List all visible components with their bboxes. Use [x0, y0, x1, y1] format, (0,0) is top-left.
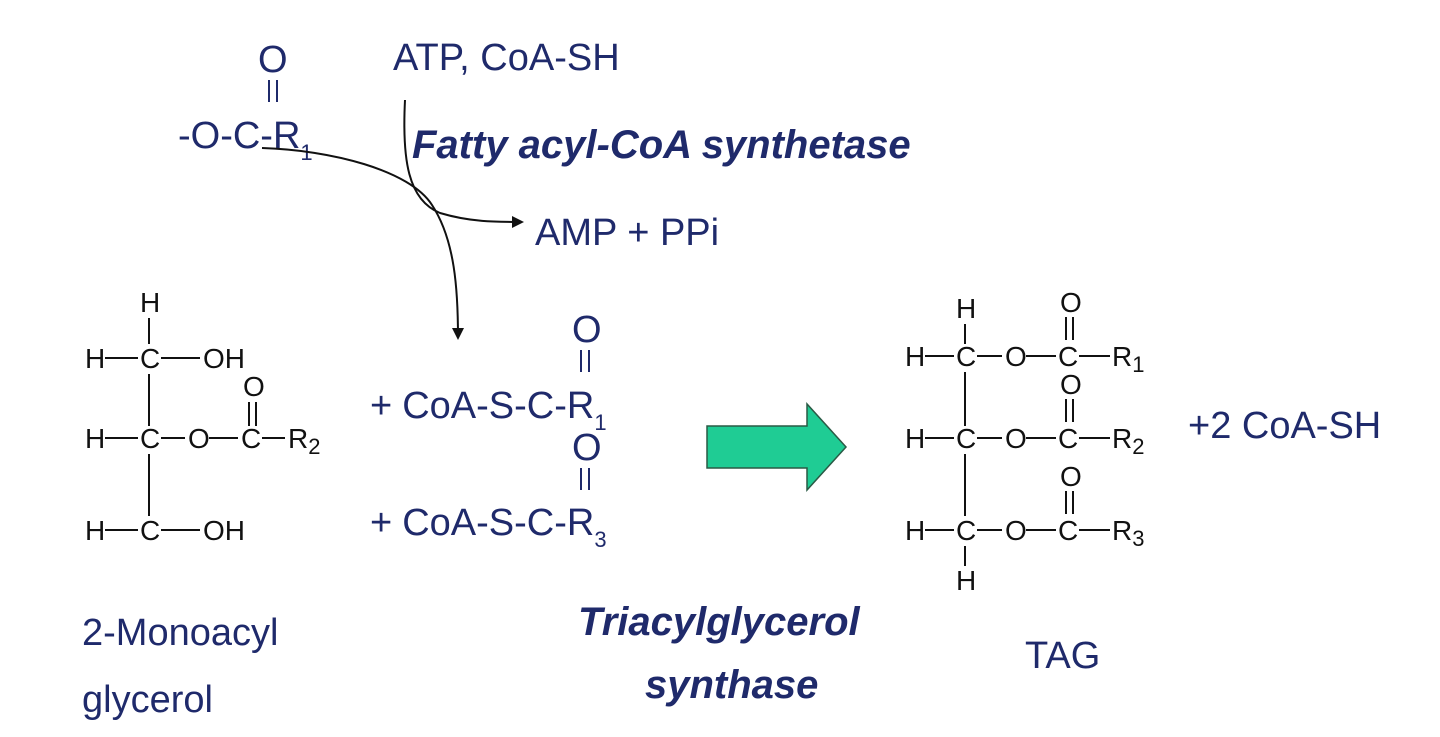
tag-o2: O [1005, 423, 1027, 454]
tag-c2: C [956, 423, 976, 454]
mag-c3: C [140, 515, 160, 546]
mag-c2: C [140, 423, 160, 454]
acyl-coa-r1: +CoA-S-C-R1 [370, 385, 607, 435]
tag-carbonyl-o2: O [1060, 369, 1082, 400]
tag-carbonyl-c1: C [1058, 341, 1078, 372]
enzyme-fatty-acyl-coa-synthetase: Fatty acyl-CoA synthetase [412, 123, 911, 167]
tag-h3: H [905, 515, 925, 546]
mag-r2: R2 [288, 423, 320, 459]
mag-oh1: OH [203, 343, 245, 374]
fatty-acid-carbonyl-oxygen: O [258, 39, 288, 81]
big-reaction-arrow [706, 402, 848, 492]
mag-label-line2: glycerol [82, 679, 213, 721]
mag-ester-o: O [188, 423, 210, 454]
tag-o3: O [1005, 515, 1027, 546]
tag-h1: H [905, 341, 925, 372]
enzyme-tag-synthase-line1: Triacylglycerol [578, 600, 861, 644]
tag-c3: C [956, 515, 976, 546]
cofactors-in-label: ATP, CoA-SH [393, 37, 620, 79]
acyl-coa-reactants: O +CoA-S-C-R1 O +CoA-S-C-R3 [370, 309, 607, 552]
tag-carbonyl-c2: C [1058, 423, 1078, 454]
enzyme-tag-synthase-line2: synthase [645, 663, 818, 707]
fatty-acid-chain: -O-C-R1 [178, 115, 313, 165]
tag-c1: C [956, 341, 976, 372]
tag-r2: R2 [1112, 423, 1144, 459]
mag-carbonyl-c: C [241, 423, 261, 454]
acyl-coa2-oxygen: O [572, 427, 602, 469]
fatty-acid: O -O-C-R1 [178, 39, 313, 165]
mag-top-h: H [140, 287, 160, 318]
tag-r3: R3 [1112, 515, 1144, 551]
mag-h1: H [85, 343, 105, 374]
acyl-coa-r3: +CoA-S-C-R3 [370, 502, 607, 552]
product-coash: +2 CoA-SH [1188, 405, 1381, 447]
tag-o1: O [1005, 341, 1027, 372]
tag-h2: H [905, 423, 925, 454]
mag-carbonyl-o: O [243, 371, 265, 402]
arrow-acyl-to-coa [261, 147, 464, 340]
acyl-coa1-oxygen: O [572, 309, 602, 351]
tag-carbonyl-c3: C [1058, 515, 1078, 546]
mag-h2: H [85, 423, 105, 454]
mag-oh3: OH [203, 515, 245, 546]
tag-carbonyl-o1: O [1060, 287, 1082, 318]
tag-top-h: H [956, 293, 976, 324]
tag-label: TAG [1025, 635, 1100, 677]
byproducts-label: AMP + PPi [535, 212, 719, 254]
tag-r1: R1 [1112, 341, 1144, 377]
arrow-atp-to-amp [403, 99, 524, 228]
tag-structure: H H C O C R1 O H C O C R2 O H C O [905, 287, 1144, 596]
mag-label-line1: 2-Monoacyl [82, 612, 278, 654]
tag-bottom-h: H [956, 565, 976, 596]
mag-c1: C [140, 343, 160, 374]
mag-h3: H [85, 515, 105, 546]
monoacylglycerol-structure: H H C OH O H C O C R2 H C OH [85, 287, 320, 546]
tag-carbonyl-o3: O [1060, 461, 1082, 492]
